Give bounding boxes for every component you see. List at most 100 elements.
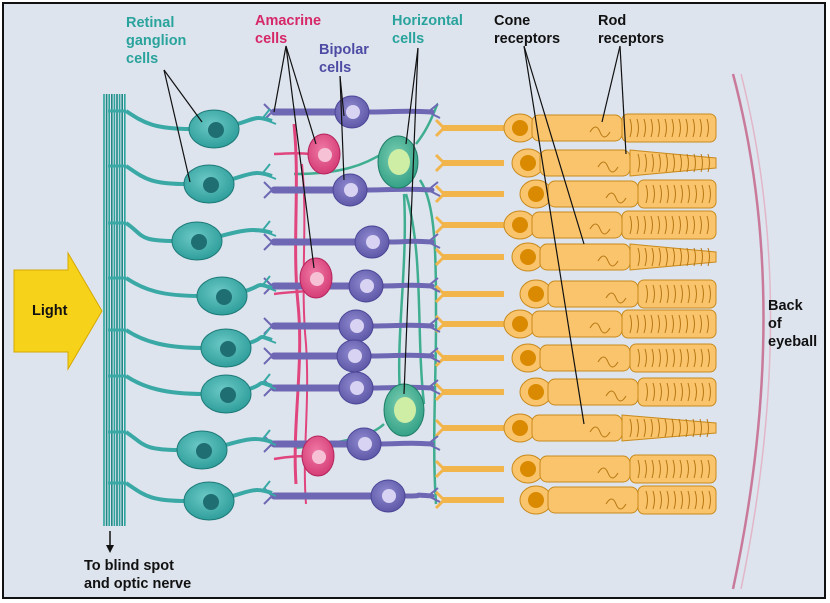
inner-segment-fiber <box>597 356 619 368</box>
receptor-inner-segment <box>539 344 631 372</box>
outer-segment-discs <box>645 490 711 510</box>
bipolar-terminals <box>263 103 441 121</box>
receptor-terminal <box>434 153 446 173</box>
bipolar-dendrite <box>369 322 435 329</box>
rod-receptor <box>434 179 717 209</box>
bipolar-cell <box>263 173 441 207</box>
horizontal-nucleus <box>388 149 410 175</box>
ganglion-cell <box>108 480 277 521</box>
pointer-line <box>523 45 585 425</box>
label-blind-spot-optic-nerve: To blind spot and optic nerve <box>84 558 192 592</box>
horizontal-process <box>397 193 426 405</box>
label-light: Light <box>32 303 68 319</box>
ganglion-nucleus <box>216 289 232 305</box>
ganglion-nucleus <box>208 122 224 138</box>
photoreceptor-layer <box>434 113 717 515</box>
receptor-nucleus <box>512 316 528 332</box>
bipolar-nucleus <box>346 105 360 119</box>
inner-segment-fiber <box>605 292 627 304</box>
bipolar-cell <box>263 269 441 303</box>
ganglion-dendrite-tips <box>261 108 277 125</box>
ganglion-nucleus <box>191 234 207 250</box>
receptor-terminal <box>434 118 446 138</box>
bipolar-dendrite <box>377 440 435 447</box>
ganglion-cell <box>108 373 277 414</box>
bipolar-dendrite <box>363 186 435 193</box>
receptor-inner-segment <box>531 211 623 239</box>
cone-outer-segment <box>621 414 717 442</box>
bipolar-cell <box>263 309 441 343</box>
ganglion-dendrite <box>233 116 273 127</box>
rod-outer-segment <box>621 113 717 143</box>
label-rod-receptors: Rod receptors <box>598 13 665 47</box>
ganglion-dendrite <box>228 488 273 499</box>
pointer-line <box>285 45 315 269</box>
outer-segment-discs <box>645 382 711 402</box>
bipolar-terminals <box>263 487 441 505</box>
ganglion-dendrite <box>228 171 273 182</box>
receptor-nucleus <box>520 155 536 171</box>
receptor-terminal <box>434 459 446 479</box>
pointer-line <box>163 69 203 123</box>
receptor-nucleus <box>520 461 536 477</box>
cone-outer-segment <box>629 149 717 177</box>
outer-segment-discs <box>645 184 711 204</box>
amacrine-nucleus <box>312 450 326 464</box>
bipolar-terminals <box>263 233 441 251</box>
receptor-nucleus <box>520 350 536 366</box>
eyeball-wall-outer <box>731 73 765 590</box>
ganglion-axon <box>124 374 205 396</box>
ganglion-nucleus <box>220 341 236 357</box>
bipolar-nucleus <box>358 437 372 451</box>
bipolar-nucleus <box>350 381 364 395</box>
bipolar-cell <box>263 225 441 259</box>
amacrine-cell <box>301 435 335 477</box>
ganglion-axon <box>124 221 176 243</box>
outer-segment-discs <box>637 348 710 368</box>
receptor-nucleus <box>528 186 544 202</box>
outer-segment-discs <box>629 314 709 334</box>
amacrine-process <box>292 123 302 485</box>
bipolar-cell-layer <box>263 95 441 513</box>
bipolar-cell <box>263 371 441 405</box>
bipolar-cell <box>263 95 441 129</box>
ganglion-axon <box>124 164 188 186</box>
rod-outer-segment <box>629 343 717 373</box>
outer-segment-discs <box>629 118 709 138</box>
ganglion-dendrite-tips <box>261 163 277 180</box>
ganglion-cell <box>108 163 277 204</box>
receptor-terminal <box>434 215 446 235</box>
rod-receptor <box>434 454 717 484</box>
rod-outer-segment <box>621 210 717 240</box>
receptor-terminal <box>434 382 446 402</box>
bipolar-dendrite <box>379 282 435 289</box>
bipolar-cell <box>263 479 441 513</box>
bipolar-nucleus <box>360 279 374 293</box>
receptor-terminal <box>434 247 446 267</box>
ganglion-cell <box>108 275 277 316</box>
optic-nerve-fibers <box>103 94 126 526</box>
ganglion-axon <box>124 430 181 452</box>
ganglion-dendrite-tips <box>261 429 277 446</box>
outer-segment-discs <box>637 247 710 267</box>
bipolar-cell <box>263 339 441 373</box>
cone-receptor <box>434 148 717 178</box>
ganglion-cell <box>108 327 277 368</box>
label-amacrine-cells: Amacrine cells <box>255 13 322 47</box>
outer-segment-discs <box>629 418 709 438</box>
pointer-line <box>285 45 317 145</box>
inner-segment-fiber <box>589 126 611 138</box>
rod-outer-segment <box>637 279 717 309</box>
bipolar-dendrite <box>401 492 435 499</box>
receptor-nucleus <box>512 120 528 136</box>
pointer-line <box>273 45 287 113</box>
receptor-inner-segment <box>539 455 631 483</box>
ganglion-dendrite-tips <box>261 220 277 237</box>
inner-segment-fiber <box>589 223 611 235</box>
bipolar-terminals <box>263 277 441 295</box>
receptor-inner-segment <box>547 486 639 514</box>
ganglion-nucleus <box>203 494 219 510</box>
rod-receptor <box>434 343 717 373</box>
receptor-nucleus <box>528 492 544 508</box>
ganglion-axon <box>124 481 188 503</box>
